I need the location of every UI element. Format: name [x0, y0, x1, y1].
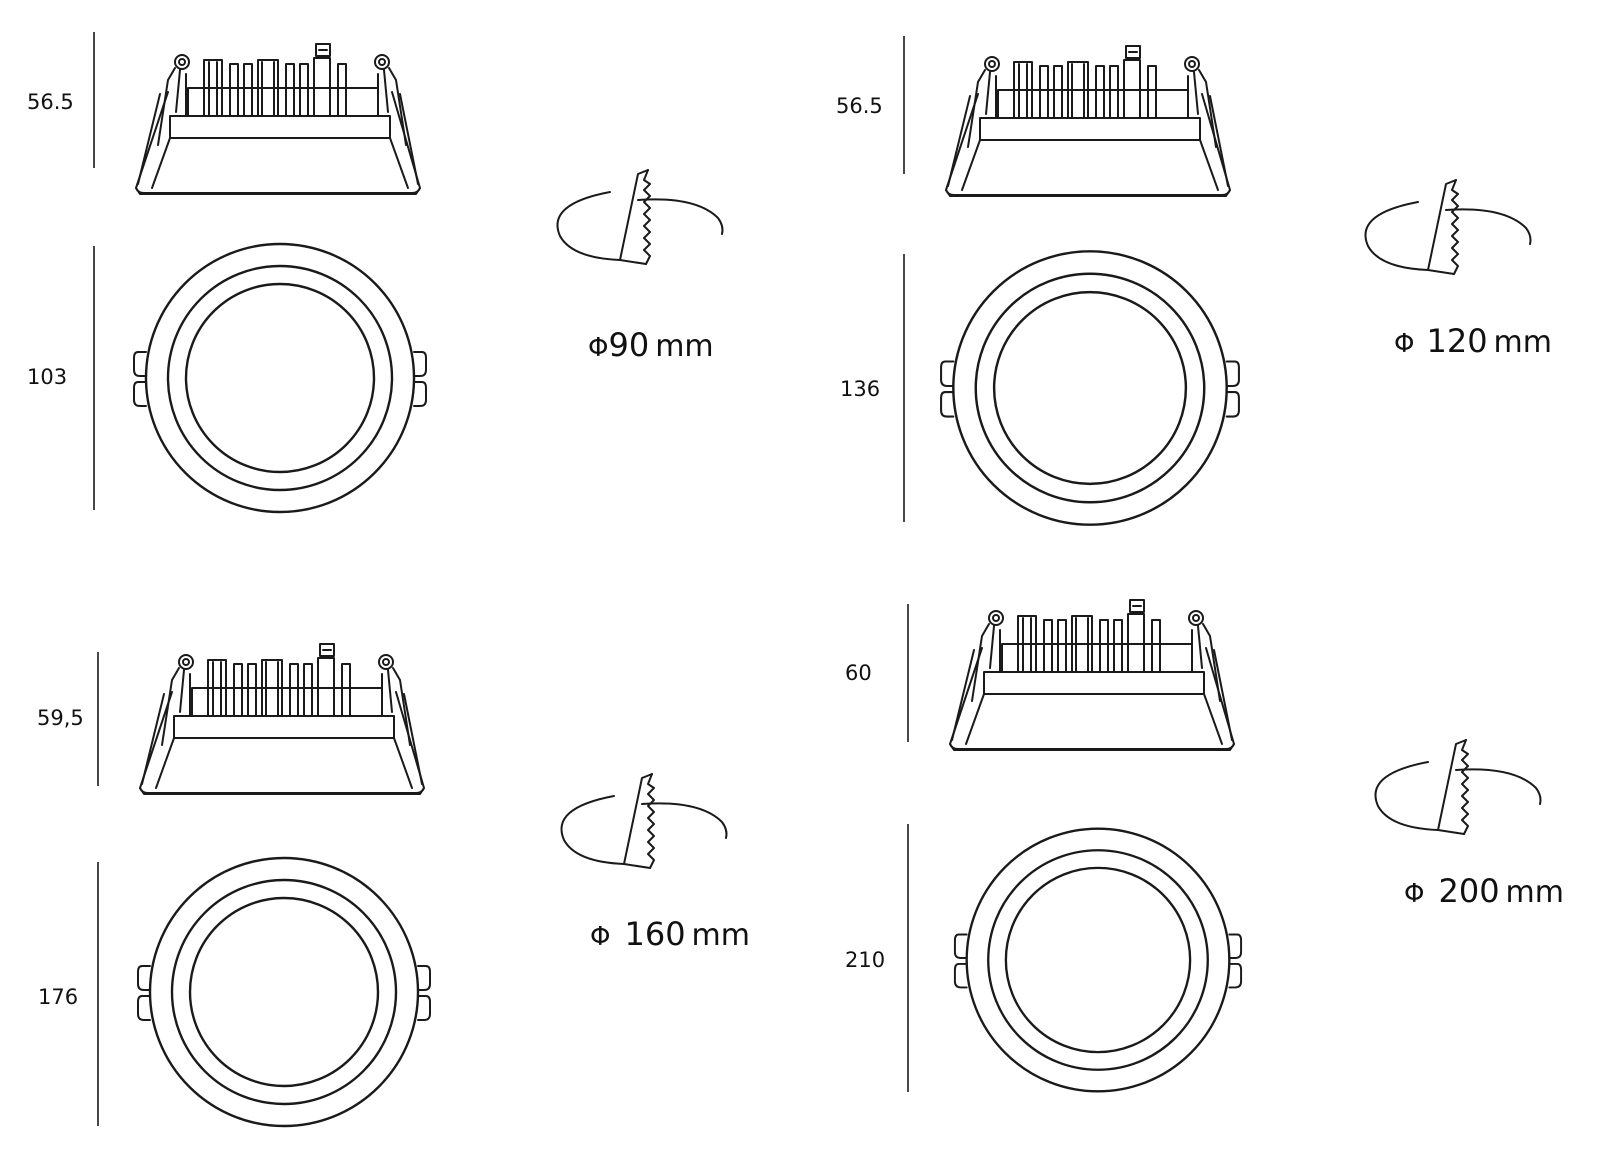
- phi-symbol: Φ: [1394, 329, 1414, 359]
- cutout-value: 90: [608, 326, 649, 364]
- cutout-unit: mm: [1506, 875, 1564, 910]
- cutout-illustration: [1374, 739, 1542, 835]
- cutout-illustration: [556, 169, 724, 265]
- diameter-label: 103: [27, 365, 67, 389]
- height-label: 56.5: [27, 90, 74, 114]
- diameter-label: 136: [840, 377, 880, 401]
- side-view: [945, 45, 1231, 197]
- cutout-illustration: [1364, 179, 1532, 275]
- cutout-unit: mm: [692, 918, 750, 953]
- front-view: [953, 827, 1243, 1093]
- cutout-value: 160: [624, 915, 685, 953]
- front-view: [939, 250, 1241, 526]
- phi-symbol: Φ: [1404, 879, 1424, 909]
- side-view: [949, 599, 1235, 751]
- cutout-value: 200: [1438, 872, 1499, 910]
- cutout-value: 120: [1426, 322, 1487, 360]
- phi-symbol: Φ: [588, 333, 608, 363]
- height-label: 60: [845, 661, 872, 685]
- diameter-label: 176: [38, 985, 78, 1009]
- phi-symbol: Φ: [590, 922, 610, 952]
- cutout-unit: mm: [1494, 325, 1552, 360]
- height-label: 56.5: [836, 94, 883, 118]
- front-view: [136, 856, 432, 1128]
- diameter-label: 210: [845, 948, 885, 972]
- height-label: 59,5: [37, 706, 84, 730]
- front-view: [132, 242, 428, 514]
- cutout-illustration: [560, 773, 728, 869]
- side-view: [135, 43, 421, 195]
- cutout-unit: mm: [655, 329, 713, 364]
- side-view: [139, 643, 425, 795]
